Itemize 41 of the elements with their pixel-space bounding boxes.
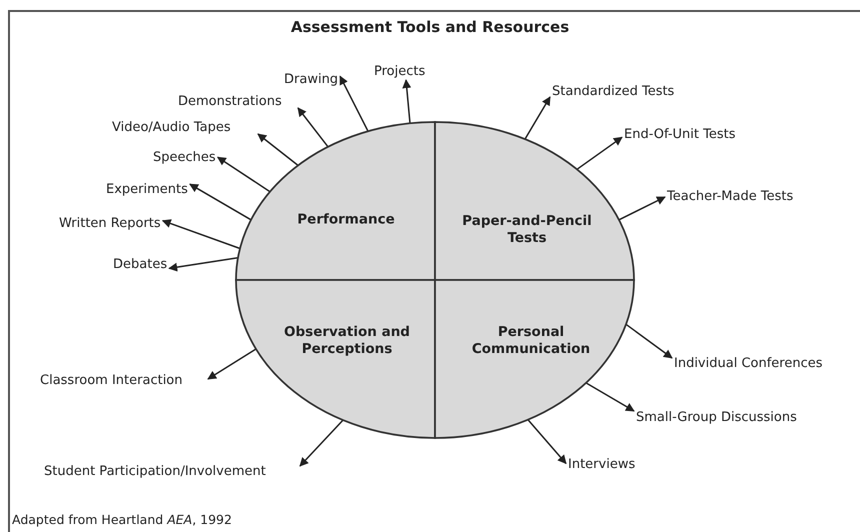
tool-label: Standardized Tests [552, 84, 674, 99]
tool-label: Interviews [568, 457, 636, 472]
category-label: Personal Communication [470, 324, 592, 358]
arrow [216, 156, 270, 192]
tool-label: Individual Conferences [674, 356, 823, 371]
quadrant-sector [236, 280, 435, 438]
arrow [257, 133, 298, 166]
arrow [168, 256, 238, 272]
category-label: Performance [296, 212, 396, 228]
tool-label: Written Reports [59, 216, 161, 231]
quadrant-sector [435, 280, 634, 438]
category-label: Paper-and-Pencil Tests [461, 213, 593, 247]
arrow [402, 79, 412, 124]
arrow [618, 196, 666, 220]
quadrant-sector [236, 122, 435, 280]
arrow [339, 76, 369, 132]
tool-label: Demonstrations [178, 94, 282, 109]
category-label: Observation and Perceptions [283, 324, 411, 358]
tool-label: Drawing [284, 72, 338, 87]
tool-label: Experiments [106, 182, 188, 197]
tool-label: Video/Audio Tapes [112, 120, 231, 135]
arrow [299, 420, 344, 467]
arrow [207, 348, 256, 380]
tool-label: End-Of-Unit Tests [624, 127, 736, 142]
arrow [189, 184, 252, 220]
tool-label: Classroom Interaction [40, 373, 182, 388]
arrow [586, 382, 635, 412]
tool-label: Small-Group Discussions [636, 410, 797, 425]
tool-label: Speeches [153, 150, 216, 165]
tool-label: Projects [374, 64, 426, 79]
tool-label: Debates [113, 257, 168, 272]
diagram-title: Assessment Tools and Resources [290, 18, 570, 36]
arrow [162, 219, 240, 250]
arrow [297, 107, 329, 148]
arrow [576, 136, 623, 170]
arrow [626, 324, 673, 359]
tool-label: Teacher-Made Tests [667, 189, 794, 204]
arrow [527, 419, 567, 464]
arrow [524, 96, 551, 140]
source-caption: Adapted from Heartland AEA, 1992 [12, 512, 232, 527]
tool-label: Student Participation/Involvement [44, 464, 266, 479]
